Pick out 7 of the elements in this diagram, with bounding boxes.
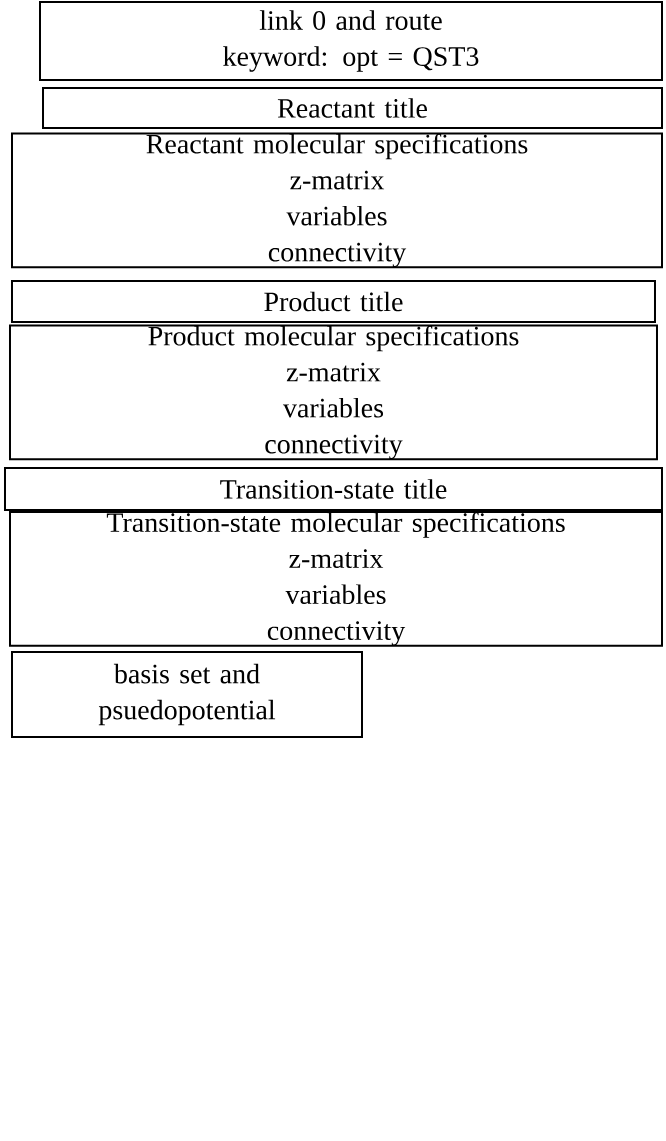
text-box: link 0 and route keyword: opt = QST3 [39, 1, 663, 81]
text-box: Product title [11, 280, 656, 323]
text-box: Reactant title [42, 87, 663, 129]
text-box: Product molecular specifications z-matrix variables connectivity [9, 324, 658, 461]
text-box: Transition-state title [4, 467, 663, 511]
text-box: basis set and psuedopotential [11, 651, 363, 738]
text-box: Reactant molecular specifications z-matrix variables connectivity [11, 132, 663, 269]
